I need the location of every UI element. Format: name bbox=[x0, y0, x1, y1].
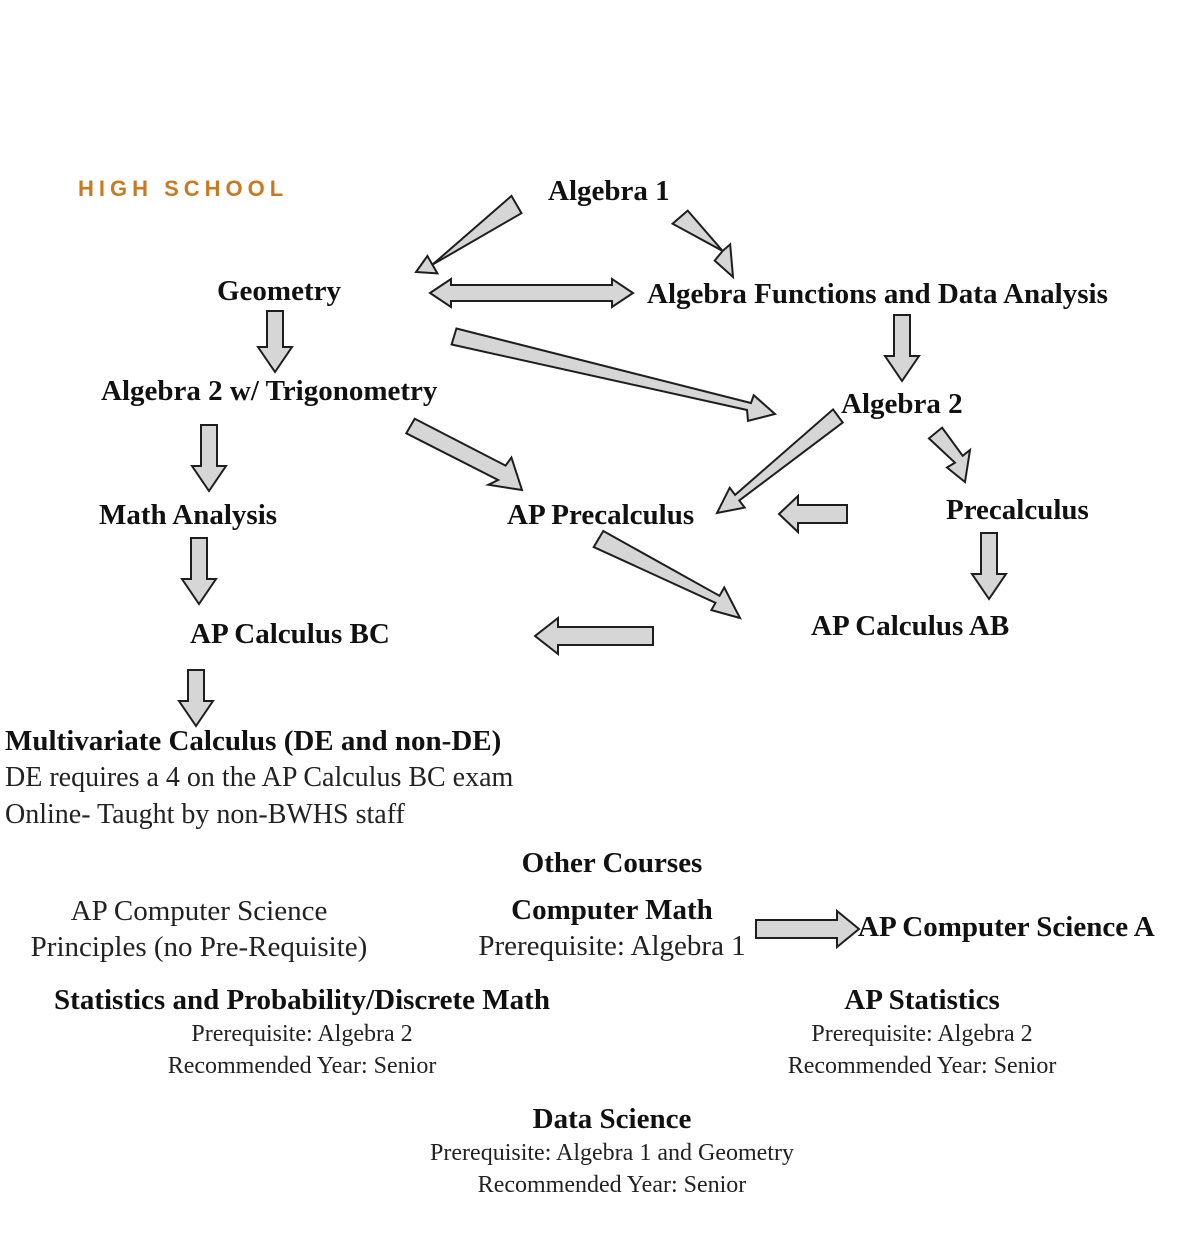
node-math-analysis: Math Analysis bbox=[99, 499, 278, 531]
course-ap-csa: AP Computer Science A bbox=[858, 911, 1155, 943]
course-ap-csp-line2: Principles (no Pre-Requisite) bbox=[30, 931, 368, 964]
course-computer-math-prereq: Prerequisite: Algebra 1 bbox=[478, 929, 746, 962]
course-ap-csp-line1: AP Computer Science bbox=[70, 895, 328, 927]
arrow-precalc-to-ap-calc-ab bbox=[970, 532, 1008, 601]
school-logo: HIGH SCHOOL bbox=[78, 176, 289, 201]
arrow-geometry-to-alg2trig bbox=[256, 310, 294, 374]
node-algebra-1: Algebra 1 bbox=[548, 175, 670, 207]
course-ap-statistics-year: Recommended Year: Senior bbox=[787, 1053, 1057, 1080]
node-precalculus: Precalculus bbox=[946, 494, 1089, 526]
note-online: Online- Taught by non-BWHS staff bbox=[5, 799, 405, 830]
arrow-ap-precalc-to-ap-calc-ab bbox=[592, 529, 742, 620]
node-algebra-functions-data-analysis: Algebra Functions and Data Analysis bbox=[647, 278, 1108, 310]
other-courses-heading: Other Courses bbox=[522, 846, 703, 881]
arrow-math-analysis-to-ap-calc-bc bbox=[180, 537, 218, 606]
node-multivariate-calculus: Multivariate Calculus (DE and non-DE) bbox=[5, 725, 502, 757]
course-computer-math: Computer Math Prerequisite: Algebra 1 bbox=[478, 893, 745, 964]
arrow-alg2trig-to-math-analysis bbox=[190, 424, 228, 493]
course-data-science-prereq: Prerequisite: Algebra 1 and Geometry bbox=[430, 1139, 794, 1166]
node-ap-calculus-bc: AP Calculus BC bbox=[190, 618, 390, 650]
arrow-precalc-to-ap-precalc bbox=[777, 493, 848, 535]
course-stats-probability-prereq: Prerequisite: Algebra 2 bbox=[191, 1020, 413, 1047]
course-computer-math-title: Computer Math bbox=[511, 894, 713, 926]
arrow-geometry-to-algebra2 bbox=[450, 327, 778, 423]
arrow-algebra1-to-afda bbox=[670, 209, 735, 280]
course-ap-statistics-prereq: Prerequisite: Algebra 2 bbox=[811, 1020, 1033, 1047]
course-data-science-year: Recommended Year: Senior bbox=[477, 1172, 747, 1199]
arrow-geometry-afda-bidirectional bbox=[428, 277, 635, 309]
other-courses-title: Other Courses bbox=[521, 847, 703, 879]
course-ap-statistics-title: AP Statistics bbox=[844, 984, 1000, 1016]
arrow-ap-calc-bc-to-multivariate bbox=[177, 669, 215, 728]
arrow-algebra2-to-precalc bbox=[927, 426, 972, 484]
node-geometry: Geometry bbox=[217, 275, 341, 307]
node-algebra-2-trig: Algebra 2 w/ Trigonometry bbox=[101, 375, 438, 407]
course-data-science-title: Data Science bbox=[532, 1103, 692, 1135]
arrow-computer-math-to-ap-csa bbox=[755, 908, 861, 950]
arrow-alg2trig-to-ap-precalc bbox=[404, 417, 524, 492]
arrow-to-ap-calc-bc bbox=[533, 615, 654, 657]
course-stats-probability-year: Recommended Year: Senior bbox=[167, 1053, 437, 1080]
arrow-afda-to-algebra2 bbox=[883, 314, 921, 383]
node-ap-precalculus: AP Precalculus bbox=[507, 499, 695, 531]
node-algebra-2: Algebra 2 bbox=[841, 388, 963, 420]
note-de-requirement: DE requires a 4 on the AP Calculus BC ex… bbox=[5, 762, 514, 793]
arrow-algebra1-to-geometry bbox=[414, 194, 523, 275]
course-stats-probability: Statistics and Probability/Discrete Math… bbox=[54, 983, 550, 1083]
arrow-algebra2-to-ap-precalc bbox=[715, 407, 845, 515]
course-ap-csp: AP Computer Science Principles (no Pre-R… bbox=[31, 893, 368, 966]
node-ap-calculus-ab: AP Calculus AB bbox=[811, 610, 1010, 642]
course-stats-probability-title: Statistics and Probability/Discrete Math bbox=[54, 984, 550, 1016]
course-ap-statistics: AP Statistics Prerequisite: Algebra 2 Re… bbox=[788, 983, 1057, 1083]
course-data-science: Data Science Prerequisite: Algebra 1 and… bbox=[430, 1102, 794, 1202]
